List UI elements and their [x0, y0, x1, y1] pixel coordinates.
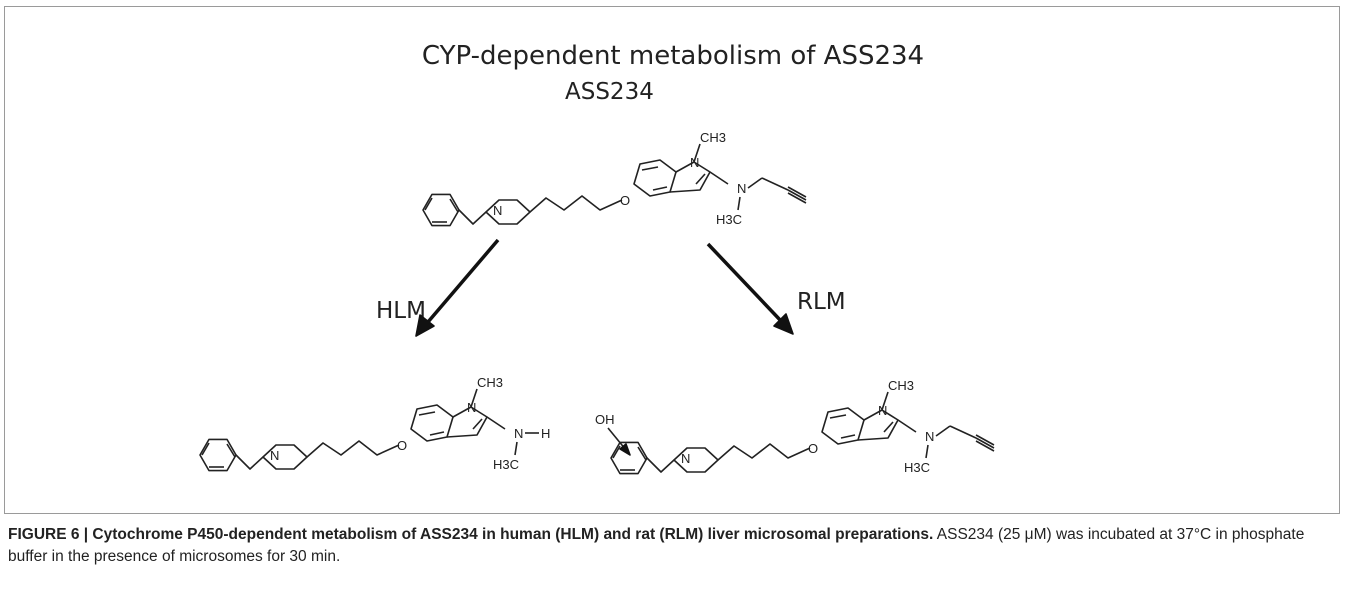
hlm-atom-n-indole: N — [467, 400, 476, 415]
hlm-ch3: CH3 — [477, 375, 503, 390]
rlm-label: RLM — [797, 289, 846, 315]
hlm-atom-h: H — [541, 426, 550, 441]
parent-compound-label: ASS234 — [565, 79, 654, 105]
hlm-atom-o: O — [397, 438, 407, 453]
hlm-label: HLM — [376, 298, 426, 324]
rlm-h3c: H3C — [904, 460, 930, 475]
rlm-atom-o: O — [808, 441, 818, 456]
parent-atom-n-amine: N — [737, 181, 746, 196]
arrow-rlm — [706, 242, 794, 335]
parent-atom-n-indole: N — [690, 155, 699, 170]
hlm-atom-n-piperidine: N — [270, 448, 279, 463]
figure-caption-label: FIGURE 6 | Cytochrome P450-dependent met… — [8, 526, 934, 543]
figure-caption-text: ASS234 (25 μM) was incubated at 37°C in … — [8, 526, 1305, 565]
rlm-ch3: CH3 — [888, 378, 914, 393]
arrow-hlm — [415, 238, 500, 337]
parent-atom-n-piperidine: N — [493, 203, 502, 218]
figure-panel: CYP-dependent metabolism of ASS234 ASS23… — [4, 6, 1340, 514]
hlm-metabolite: N O N CH3 N H H3C — [199, 375, 550, 472]
diagram-title: CYP-dependent metabolism of ASS234 — [421, 41, 925, 71]
figure-caption: FIGURE 6 | Cytochrome P450-dependent met… — [8, 524, 1328, 568]
rlm-atom-n-indole: N — [878, 403, 887, 418]
rlm-atom-n-piperidine: N — [681, 451, 690, 466]
hlm-atom-n-amine: N — [514, 426, 523, 441]
parent-atom-o: O — [620, 193, 630, 208]
rlm-atom-n-amine: N — [925, 429, 934, 444]
rlm-oh: OH — [595, 412, 615, 427]
parent-ch3: CH3 — [700, 130, 726, 145]
hlm-h3c: H3C — [493, 457, 519, 472]
parent-h3c: H3C — [716, 212, 742, 227]
rlm-metabolite: N O N CH3 N H3C OH — [595, 378, 995, 475]
parent-molecule: N O N CH3 N H3C — [422, 130, 807, 227]
